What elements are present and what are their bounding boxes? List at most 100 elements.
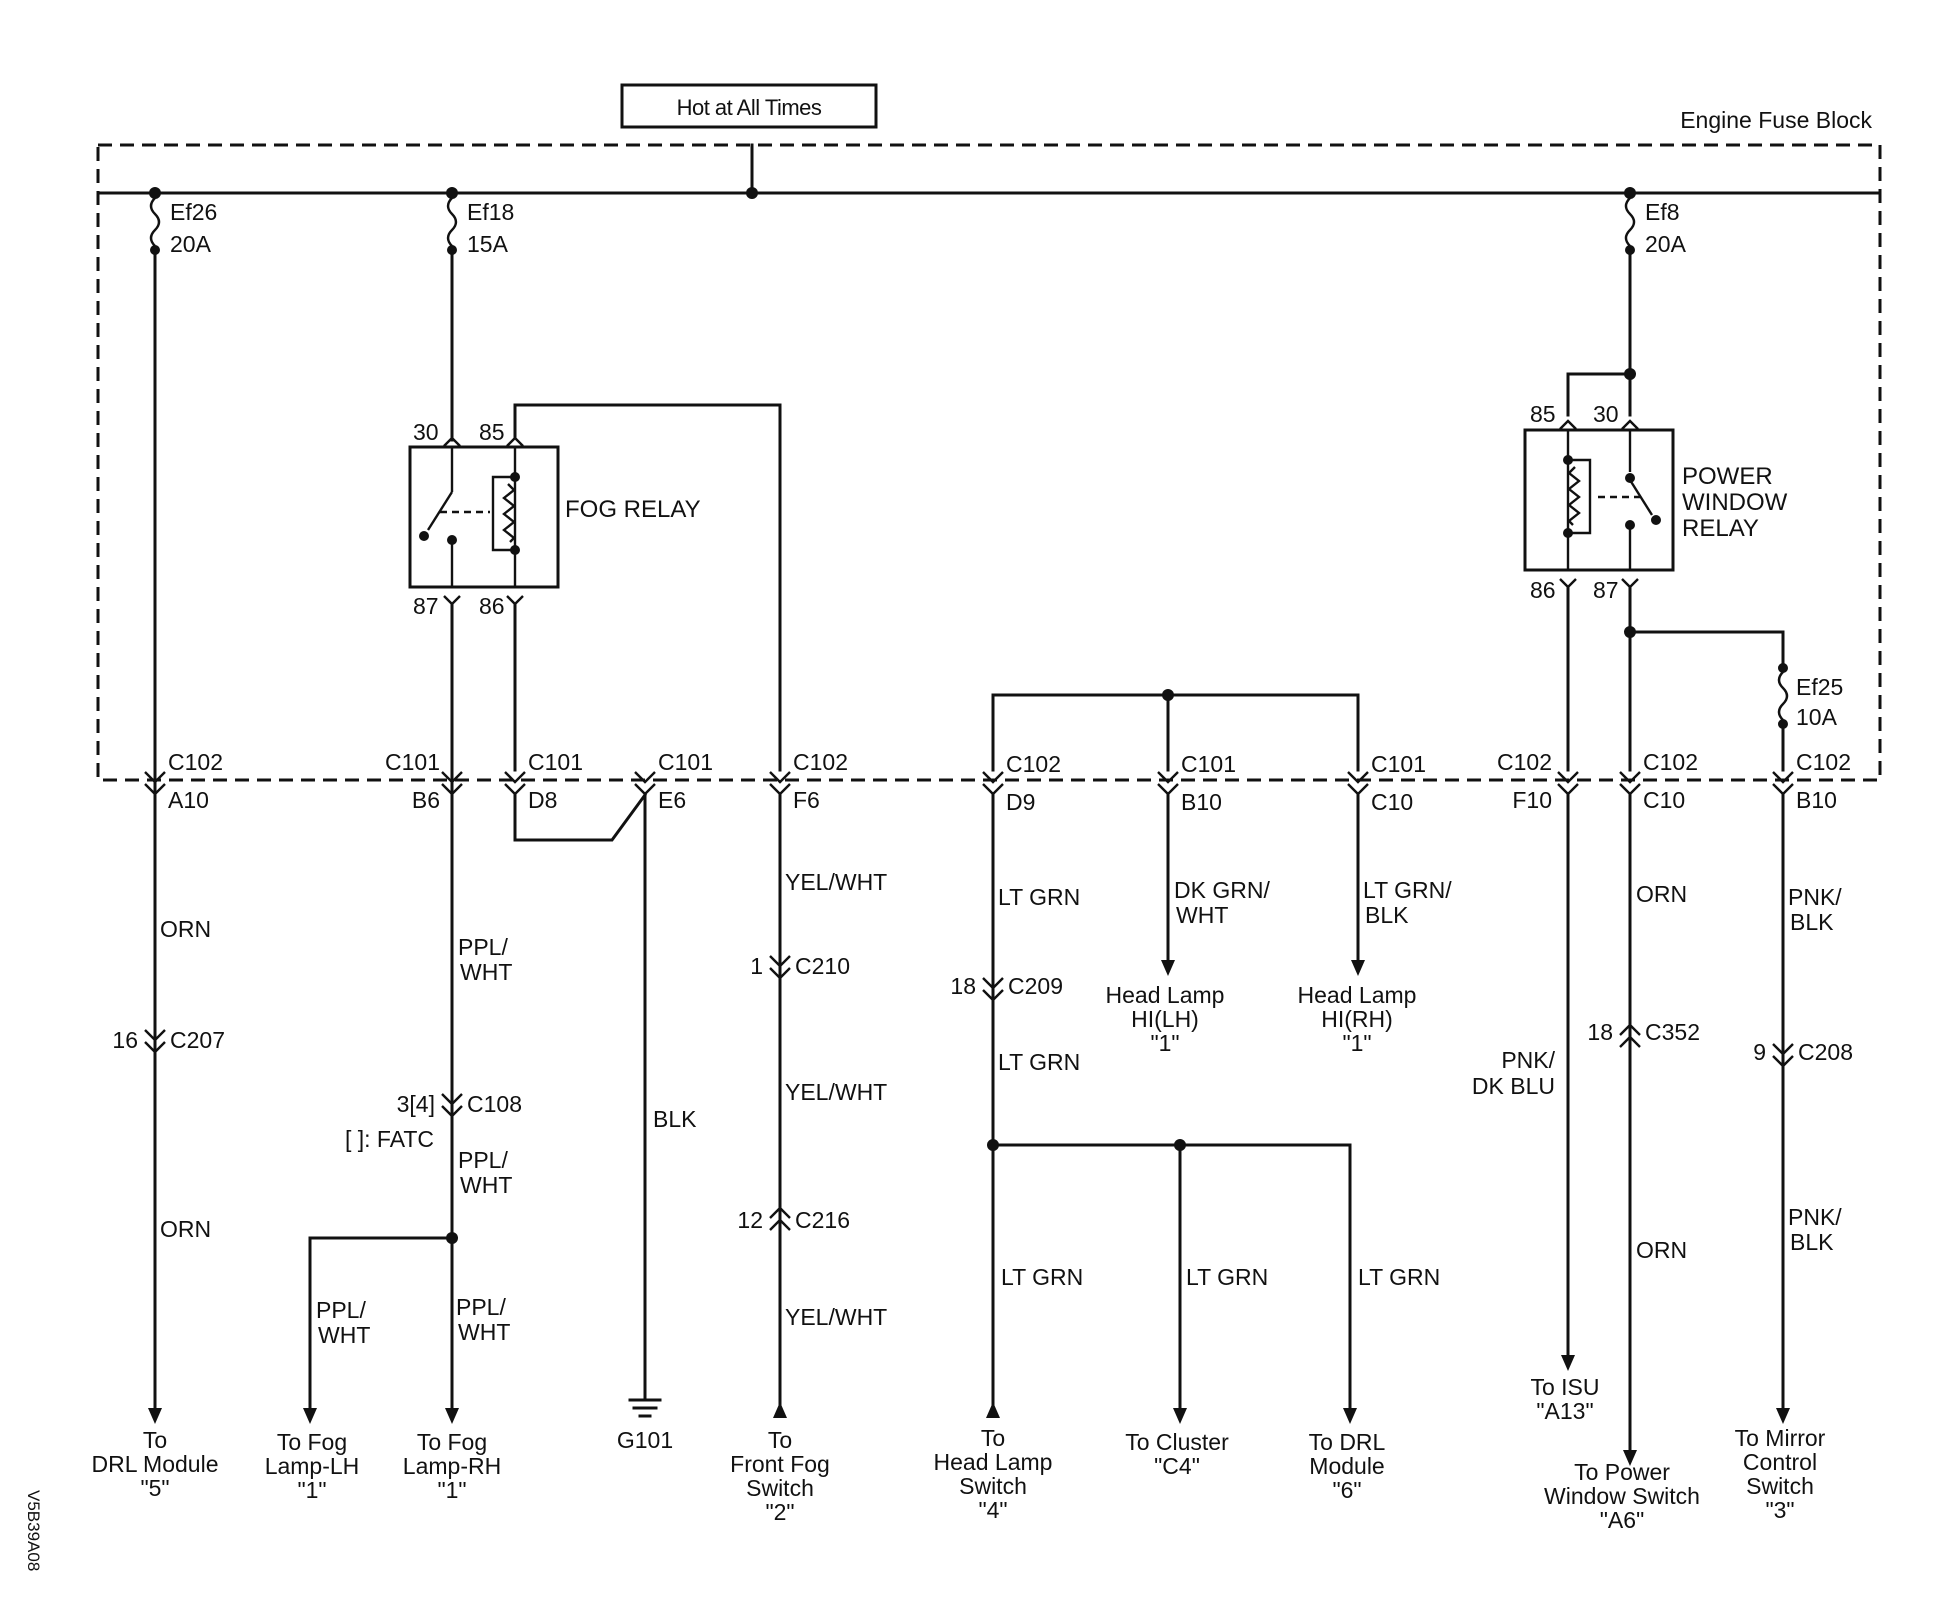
conn-f6-name: C102	[793, 749, 848, 775]
conn-b10-pin: B10	[1181, 789, 1222, 815]
wire-ef8-to-pwr-85	[1566, 372, 1632, 417]
conn-b6-name: C101	[385, 749, 440, 775]
pwr-87-splice	[1624, 626, 1636, 638]
block-connector-chevrons	[144, 771, 1794, 796]
wire-headlamp-lower-bus	[991, 1143, 1352, 1410]
fuse-ef26-name: Ef26	[170, 199, 217, 225]
wire-label-wht-1: WHT	[460, 959, 512, 985]
wire-label-lt-grn-2: LT GRN	[998, 1049, 1080, 1075]
svg-text:Module: Module	[1309, 1453, 1384, 1479]
inline-c210-pin: 1	[750, 953, 763, 979]
wire-label-ppl-lh: PPL/	[316, 1297, 366, 1323]
svg-text:DRL Module: DRL Module	[92, 1451, 219, 1477]
inline-c216-pin: 12	[737, 1207, 763, 1233]
inline-c207-pin: 16	[112, 1027, 138, 1053]
svg-text:Switch: Switch	[1746, 1473, 1814, 1499]
inline-c207-name: C207	[170, 1027, 225, 1053]
svg-text:To Fog: To Fog	[417, 1429, 487, 1455]
wire-87-to-ef25	[1628, 630, 1785, 670]
fuse-ef8-name: Ef8	[1645, 199, 1680, 225]
ef8-splice	[1624, 368, 1636, 380]
destination-front-fog-switch: To Front Fog Switch "2"	[730, 1427, 830, 1525]
inline-c208-pin: 9	[1753, 1039, 1766, 1065]
wire-label-orn-2: ORN	[160, 1216, 211, 1242]
bus-splice	[746, 187, 758, 199]
wire-label-ppl-2: PPL/	[458, 1147, 508, 1173]
svg-text:To DRL: To DRL	[1309, 1429, 1386, 1455]
fuse-ef26-rating: 20A	[170, 231, 212, 257]
svg-text:Lamp-LH: Lamp-LH	[265, 1453, 360, 1479]
wire-label-wht-rh: WHT	[458, 1319, 510, 1345]
wire-label-dk-blu: DK BLU	[1472, 1073, 1555, 1099]
conn-a10-name: C102	[168, 749, 223, 775]
fog-relay-pin-86: 86	[479, 593, 505, 619]
wire-d8-e6-jumper	[513, 792, 648, 842]
fuse-ef25: Ef25 10A	[1777, 663, 1843, 730]
fuse-ef25-name: Ef25	[1796, 674, 1843, 700]
conn-e6-name: C101	[658, 749, 713, 775]
fog-relay: FOG RELAY 30 85 87 86	[408, 419, 701, 619]
inline-c352-pin: 18	[1587, 1019, 1613, 1045]
conn-c10-name: C101	[1371, 751, 1426, 777]
svg-text:To Power: To Power	[1574, 1459, 1670, 1485]
svg-text:To Cluster: To Cluster	[1125, 1429, 1229, 1455]
wire-label-yel-wht-2: YEL/WHT	[785, 1079, 887, 1105]
fatc-note: [ ]: FATC	[345, 1126, 434, 1152]
svg-text:To ISU: To ISU	[1530, 1374, 1599, 1400]
svg-text:Switch: Switch	[959, 1473, 1027, 1499]
ground-symbol	[628, 1398, 662, 1418]
destination-drl-module-5: To DRL Module "5"	[92, 1427, 219, 1501]
conn-f10-name: C102	[1497, 749, 1552, 775]
pwr-relay-pin-85: 85	[1530, 401, 1556, 427]
destination-arrows	[148, 960, 1790, 1466]
svg-text:To: To	[143, 1427, 167, 1453]
svg-text:To: To	[768, 1427, 792, 1453]
svg-text:Control: Control	[1743, 1449, 1817, 1475]
inline-connector-chevrons	[144, 955, 1794, 1231]
destination-cluster: To Cluster "C4"	[1125, 1429, 1229, 1479]
destination-power-window-switch: To Power Window Switch "A6"	[1544, 1459, 1700, 1533]
conn-b10b-pin: B10	[1796, 787, 1837, 813]
conn-c10-pin: C10	[1371, 789, 1413, 815]
conn-a10-pin: A10	[168, 787, 209, 813]
conn-d9-name: C102	[1006, 751, 1061, 777]
svg-text:To Fog: To Fog	[277, 1429, 347, 1455]
wire-label-pnk-2: PNK/	[1788, 1204, 1842, 1230]
inline-c208-name: C208	[1798, 1039, 1853, 1065]
wire-label-pnk-isu: PNK/	[1501, 1047, 1555, 1073]
svg-text:"1": "1"	[1150, 1030, 1179, 1056]
destination-fog-lamp-rh: To Fog Lamp-RH "1"	[403, 1429, 501, 1503]
destination-head-lamp-hi-lh: Head Lamp HI(LH) "1"	[1106, 982, 1225, 1056]
svg-text:G101: G101	[617, 1427, 673, 1453]
wire-label-lt-grn-slash: LT GRN/	[1363, 877, 1452, 903]
fuse-ef8-rating: 20A	[1645, 231, 1687, 257]
destination-drl-module-6: To DRL Module "6"	[1309, 1429, 1386, 1503]
wire-label-ppl-rh: PPL/	[456, 1294, 506, 1320]
conn-b10b-name: C102	[1796, 749, 1851, 775]
pwr-relay-label-3: RELAY	[1682, 515, 1759, 542]
wire-label-lt-grn-1: LT GRN	[998, 884, 1080, 910]
conn-c10b-pin: C10	[1643, 787, 1685, 813]
svg-text:"3": "3"	[1765, 1497, 1794, 1523]
svg-text:"6": "6"	[1332, 1477, 1361, 1503]
fuse-ef25-rating: 10A	[1796, 704, 1838, 730]
headlamp-lower-splice-1	[987, 1139, 999, 1151]
pwr-relay-pin-86: 86	[1530, 577, 1556, 603]
destination-g101: G101	[617, 1427, 673, 1453]
wire-label-pnk-1: PNK/	[1788, 884, 1842, 910]
wire-label-yel-wht-3: YEL/WHT	[785, 1304, 887, 1330]
wire-label-lt-grn-4: LT GRN	[1186, 1264, 1268, 1290]
conn-c10b-name: C102	[1643, 749, 1698, 775]
fuse-ef26: Ef26 20A	[149, 187, 217, 257]
destination-mirror-control-switch: To Mirror Control Switch "3"	[1735, 1425, 1826, 1523]
pwr-relay-pin-chevron	[1559, 419, 1639, 589]
inline-c209-name: C209	[1008, 973, 1063, 999]
svg-text:HI(LH): HI(LH)	[1131, 1006, 1199, 1032]
svg-text:"A13": "A13"	[1536, 1398, 1593, 1424]
wire-label-orn-3: ORN	[1636, 881, 1687, 907]
conn-f6-pin: F6	[793, 787, 820, 813]
svg-text:Front Fog: Front Fog	[730, 1451, 830, 1477]
wire-label-orn-4: ORN	[1636, 1237, 1687, 1263]
svg-text:"1": "1"	[437, 1477, 466, 1503]
wire-label-wht-lh: WHT	[318, 1322, 370, 1348]
